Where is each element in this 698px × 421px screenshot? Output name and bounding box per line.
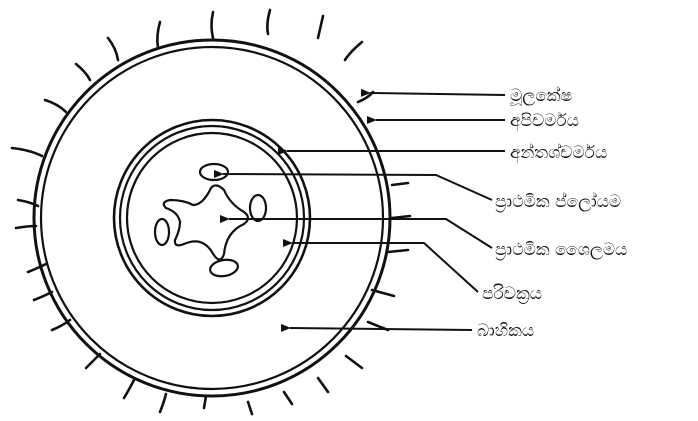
root-hair bbox=[124, 380, 134, 398]
primary-phloem-patches bbox=[155, 164, 266, 278]
root-hair bbox=[108, 38, 118, 60]
root-hair bbox=[267, 10, 270, 34]
root-hair bbox=[45, 100, 66, 112]
arrow-cortex bbox=[290, 328, 472, 330]
primary-xylem-star bbox=[164, 185, 248, 259]
phloem-patch bbox=[155, 219, 169, 245]
root-hairs bbox=[12, 10, 410, 414]
label-epidermis: අපිචර්මය bbox=[510, 111, 579, 132]
phloem-patch bbox=[200, 164, 228, 180]
label-endodermis: අන්තශ්චර්මය bbox=[510, 143, 607, 164]
arrow-pericycle bbox=[292, 243, 478, 292]
root-hair bbox=[318, 378, 328, 392]
root-hair bbox=[157, 22, 160, 48]
root-hair bbox=[346, 356, 362, 368]
root-hair bbox=[204, 396, 206, 408]
arrow-root-hair bbox=[370, 93, 505, 95]
root-hair bbox=[318, 16, 323, 38]
phloem-patch bbox=[209, 258, 239, 279]
root-hair bbox=[345, 42, 362, 60]
root-hair bbox=[388, 250, 408, 252]
root-hair bbox=[160, 394, 166, 412]
root-hair bbox=[12, 148, 42, 156]
root-hair bbox=[392, 216, 410, 218]
arrow-primary-phloem bbox=[223, 174, 492, 200]
root-hair bbox=[76, 64, 90, 80]
label-pericycle: පරිචක්‍රය bbox=[482, 284, 542, 304]
label-root-hair: මූලකේෂ bbox=[510, 86, 572, 106]
root-hair bbox=[212, 12, 214, 38]
root-hair bbox=[392, 183, 408, 185]
root-hair bbox=[284, 392, 292, 404]
label-cortex: බාහිකය bbox=[477, 321, 534, 341]
label-primary-xylem: ප්‍රාථමික ශෛලමය bbox=[495, 240, 627, 260]
label-primary-phloem: ප්‍රාථමික ප්ලෝයම bbox=[495, 192, 621, 212]
phloem-patch bbox=[250, 195, 266, 221]
root-hair bbox=[248, 402, 252, 414]
